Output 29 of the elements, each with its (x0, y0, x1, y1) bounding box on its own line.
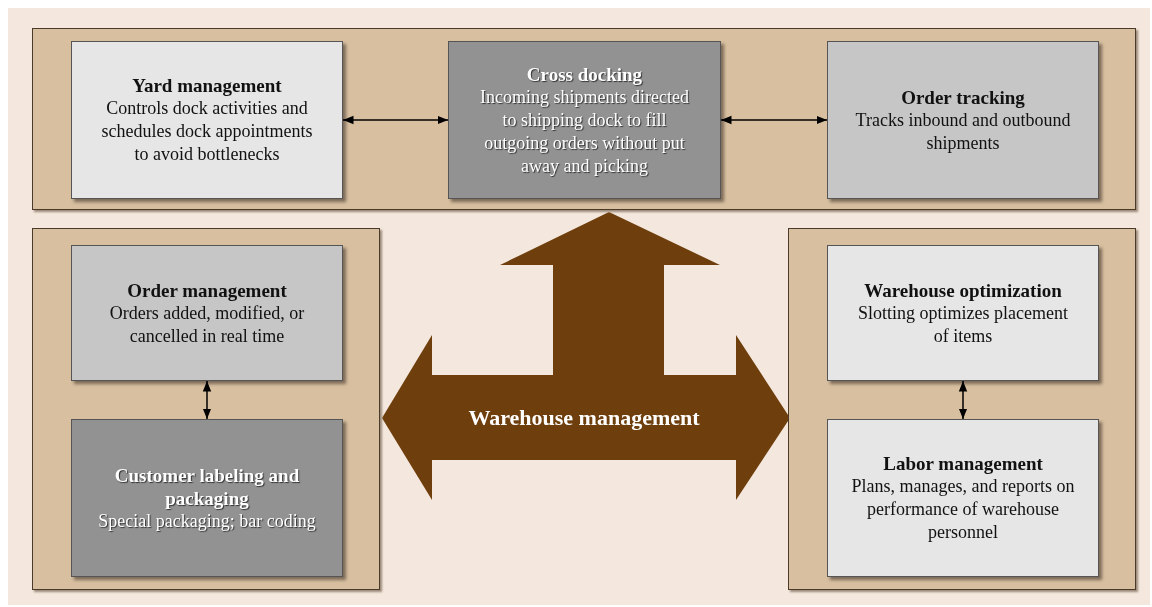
double-arrow (202, 380, 212, 420)
box-description: Special packaging; bar coding (98, 509, 316, 533)
panel-background (32, 228, 380, 590)
function-box (827, 245, 1099, 381)
box-title: Cross docking (526, 62, 643, 86)
box-description: Incoming shipments directed to shipping dock to fill outgoing orders without put away and picking (479, 85, 690, 178)
function-box (71, 41, 343, 199)
box-title: Yard management (132, 74, 282, 97)
box-description: Controls dock activities and schedules dock appointments to avoid bottlenecks (100, 97, 314, 166)
function-box (827, 41, 1099, 199)
function-box (448, 41, 721, 199)
box-title: Customer labeling and packaging (113, 463, 301, 510)
double-arrow (720, 115, 828, 125)
box-description: Plans, manages, and reports on performance of warehouse personnel (850, 475, 1076, 544)
box-description: Slotting optimizes placement of items (857, 301, 1069, 348)
panel-background (32, 28, 1136, 210)
panel-background (788, 228, 1136, 590)
box-title: Order management (127, 278, 287, 302)
arrow-text: Warehouse management (468, 404, 700, 431)
box-description: Tracks inbound and outbound shipments (854, 108, 1072, 155)
function-box (827, 419, 1099, 577)
double-arrow (958, 380, 968, 420)
box-description: Orders added, modified, or cancelled in real time (108, 301, 306, 348)
box-title: Labor management (883, 452, 1043, 475)
box-title: Order tracking (901, 85, 1025, 109)
double-arrow (342, 115, 449, 125)
box-title: Warehouse optimization (864, 278, 1062, 302)
function-box (71, 419, 343, 577)
function-box (71, 245, 343, 381)
